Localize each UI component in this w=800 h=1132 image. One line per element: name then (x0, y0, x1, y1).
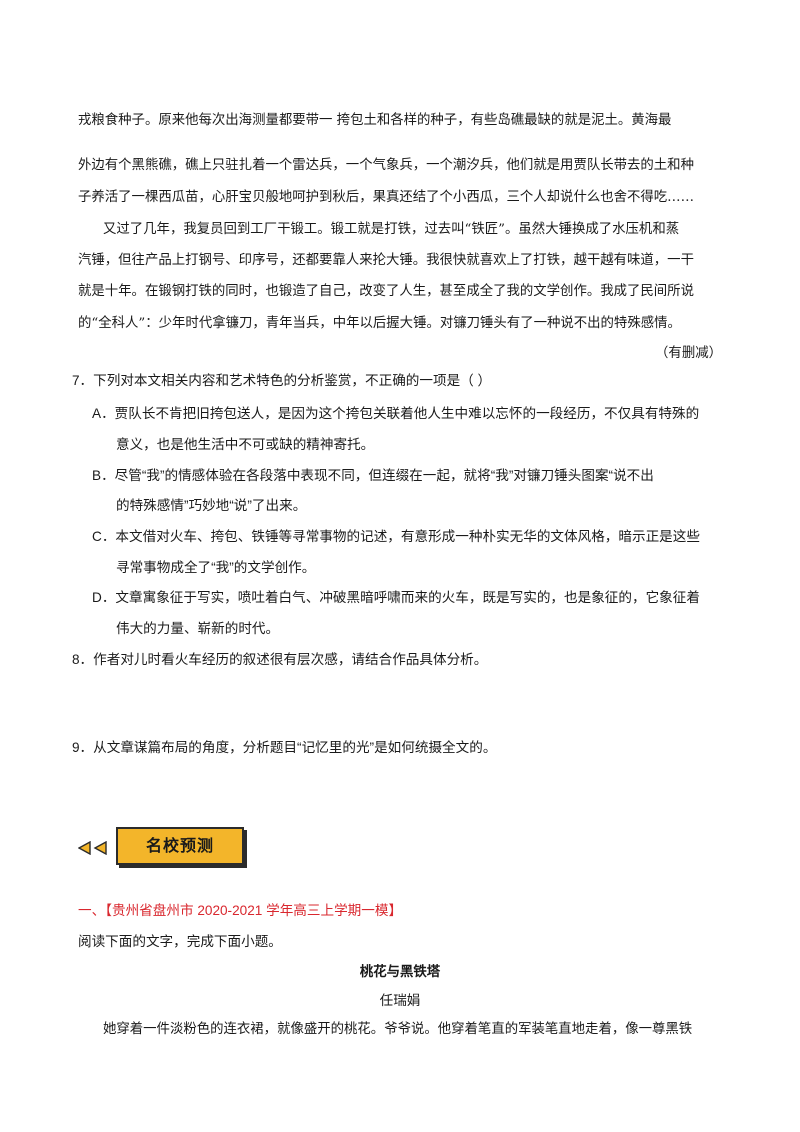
section-banner: 名校预测 (78, 827, 244, 867)
passage-line: 子养活了一棵西瓜苗，心肝宝贝般地呵护到秋后，果真还结了个小西瓜，三个人却说什么也… (78, 190, 694, 205)
question-7-stem: 7．下列对本文相关内容和艺术特色的分析鉴赏，不正确的一项是（ ） (72, 373, 492, 388)
passage-line: 的“全科人”：少年时代拿镰刀，青年当兵，中年以后握大锤。对镰刀锤头有了一种说不出… (78, 316, 681, 331)
passage-line: 又过了几年，我复员回到工厂干锻工。锻工就是打铁，过去叫“铁匠”。虽然大锤换成了水… (103, 222, 680, 237)
option-d-line2: 伟大的力量、崭新的时代。 (116, 621, 280, 636)
abridged-note: （有删减） (655, 346, 722, 361)
option-c-line1: C．本文借对火车、挎包、铁锤等寻常事物的记述，有意形成一种朴实无华的文体风格，暗… (92, 529, 700, 544)
option-c-line2: 寻常事物成全了“我”的文学创作。 (116, 560, 316, 575)
section-prefix: 一、 (78, 903, 106, 918)
question-8: 8．作者对儿时看火车经历的叙述很有层次感，请结合作品具体分析。 (72, 652, 488, 667)
article-first-line: 她穿着一件淡粉色的连衣裙，就像盛开的桃花。爷爷说。他穿着笔直的军装笔直地走着，像… (103, 1022, 693, 1037)
double-arrow-left-icon (78, 841, 107, 855)
section-source-line: 一、【贵州省盘州市 2020-2021 学年高三上学期一模】 (78, 899, 722, 919)
passage-line: 戎粮食种子。原来他每次出海测量都要带一 挎包土和各样的种子，有些岛礁最缺的就是泥… (78, 113, 672, 128)
option-b-line2: 的特殊感情”巧妙地“说”了出来。 (116, 498, 307, 513)
article-title: 桃花与黑铁塔 (359, 964, 441, 980)
section-source: 【贵州省盘州市 2020-2021 学年高三上学期一模】 (105, 903, 403, 918)
option-b-line1: B．尽管“我”的情感体验在各段落中表现不同，但连缀在一起，就将“我”对镰刀锤头图… (92, 468, 654, 483)
passage-line: 汽锤，但往产品上打钢号、印序号，还都要靠人来抡大锤。我很快就喜欢上了打铁，越干越… (78, 253, 694, 268)
question-9: 9．从文章谋篇布局的角度，分析题目“记忆里的光”是如何统摄全文的。 (72, 740, 497, 755)
article-author: 任瑞娟 (379, 993, 421, 1008)
option-a-line1: A．贾队长不肯把旧挎包送人，是因为这个挎包关联着他人生中难以忘怀的一段经历，不仅… (92, 406, 700, 421)
section-instruction: 阅读下面的文字，完成下面小题。 (78, 934, 282, 949)
banner-label: 名校预测 (145, 836, 214, 855)
passage-line: 就是十年。在锻钢打铁的同时，也锻造了自己，改变了人生，甚至成全了我的文学创作。我… (78, 284, 694, 299)
option-d-line1: D．文章寓象征于写实，喷吐着白气、冲破黑暗呼啸而来的火车，既是写实的，也是象征的… (92, 590, 700, 605)
passage-line: 外边有个黑熊礁，礁上只驻扎着一个雷达兵，一个气象兵，一个潮汐兵，他们就是用贾队长… (78, 158, 694, 173)
banner-plate: 名校预测 (116, 827, 244, 865)
option-a-line2: 意义，也是他生活中不可或缺的精神寄托。 (116, 437, 375, 452)
